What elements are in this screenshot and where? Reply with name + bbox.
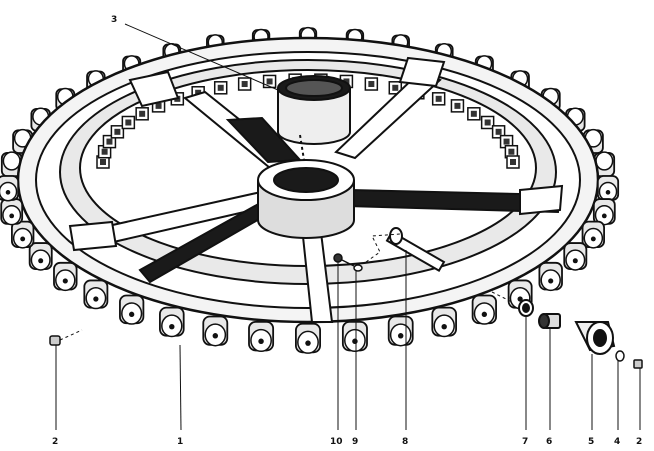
callout-part-2-right: 2 bbox=[636, 437, 642, 447]
roller bbox=[387, 315, 414, 347]
callout-part-4: 4 bbox=[614, 437, 620, 447]
ring-window-inner bbox=[343, 78, 350, 85]
ring-window-inner bbox=[266, 78, 273, 85]
roller bbox=[11, 220, 35, 249]
callout-part-6: 6 bbox=[546, 437, 552, 447]
ring-window-inner bbox=[510, 159, 516, 165]
roller bbox=[0, 198, 24, 226]
leader-lines bbox=[55, 23, 641, 431]
roller bbox=[341, 320, 368, 353]
ring-window-inner bbox=[495, 128, 502, 135]
callout-part-10: 10 bbox=[330, 437, 343, 447]
roller bbox=[471, 294, 497, 325]
roller bbox=[248, 320, 275, 353]
washer-part-7 bbox=[518, 299, 534, 317]
callout-labels: 3 2 1 10 9 8 7 6 5 4 2 bbox=[52, 15, 642, 447]
roller bbox=[0, 175, 20, 202]
pin-part-8 bbox=[385, 227, 446, 273]
callout-part-2-left: 2 bbox=[52, 437, 58, 447]
roller bbox=[563, 242, 588, 271]
roller bbox=[28, 242, 53, 271]
central-hub bbox=[257, 159, 355, 239]
roller bbox=[592, 198, 616, 226]
roller bbox=[119, 294, 145, 325]
ring-window-inner bbox=[125, 119, 132, 126]
callout-part-9: 9 bbox=[352, 437, 358, 447]
roller bbox=[581, 220, 605, 249]
roller bbox=[294, 322, 321, 354]
roller bbox=[202, 315, 229, 347]
roller bbox=[159, 306, 185, 338]
front-roller-group bbox=[0, 175, 620, 354]
ring-window-inner bbox=[100, 159, 106, 165]
washer-part-4 bbox=[615, 350, 625, 362]
callout-part-7: 7 bbox=[522, 437, 528, 447]
roller bbox=[596, 175, 620, 202]
ring-window-inner bbox=[101, 148, 108, 155]
rim-brackets bbox=[68, 56, 564, 252]
nut-part-2-left bbox=[49, 335, 61, 346]
ring-window-inner bbox=[155, 102, 162, 109]
bushing-part-6 bbox=[538, 313, 561, 329]
roller bbox=[431, 306, 457, 338]
ring-window-inner bbox=[435, 95, 442, 102]
ring-window-inner bbox=[503, 138, 510, 145]
ring-window-inner bbox=[508, 148, 515, 155]
top-sleeve-part-3 bbox=[277, 75, 351, 161]
ring-window-inner bbox=[139, 110, 146, 117]
ring-window-inner bbox=[241, 81, 248, 88]
ring-window-inner bbox=[106, 138, 113, 145]
ring-window-inner bbox=[392, 84, 399, 91]
washer-part-9 bbox=[353, 264, 363, 272]
roller bbox=[538, 261, 563, 292]
roller bbox=[53, 261, 78, 292]
callout-part-5: 5 bbox=[588, 437, 594, 447]
ring-window-inner bbox=[484, 119, 491, 126]
ring-window-inner bbox=[217, 84, 224, 91]
callout-part-8: 8 bbox=[402, 437, 408, 447]
roller-part-5 bbox=[574, 321, 616, 355]
roller bbox=[83, 279, 109, 310]
ring-window-inner bbox=[454, 102, 461, 109]
ring-window-inner bbox=[114, 128, 121, 135]
callout-part-3: 3 bbox=[111, 15, 117, 25]
nut-part-2-right bbox=[633, 359, 643, 369]
ring-window-inner bbox=[195, 89, 202, 96]
callout-part-1: 1 bbox=[177, 437, 183, 447]
ring-window-inner bbox=[368, 81, 375, 88]
dashed-guides bbox=[59, 233, 513, 341]
ring-window-inner bbox=[470, 110, 477, 117]
